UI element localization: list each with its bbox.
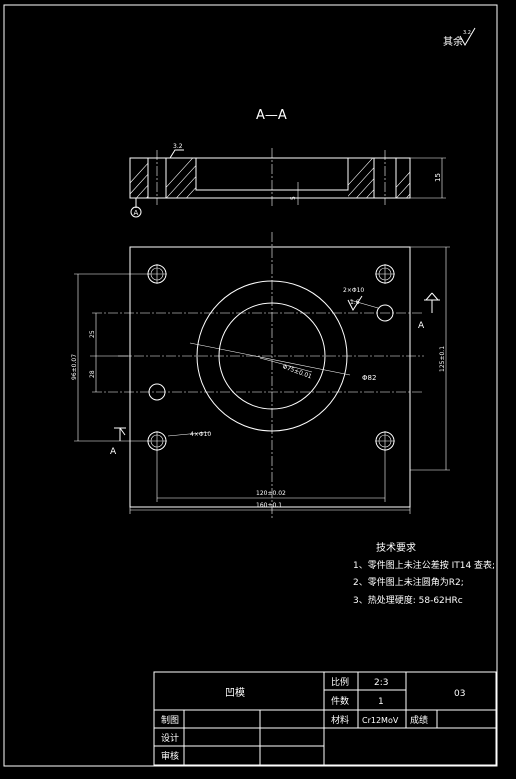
section-mark-right: A [418,321,425,331]
tech-requirements-title: 技术要求 [376,541,416,554]
inner-width-dim: 120±0.02 [256,490,286,497]
tech-requirement-3: 3、热处理硬度: 58-62HRc [353,594,463,606]
review-label: 审核 [161,750,179,762]
section-view-label: A—A [256,108,287,123]
plate-outline [129,246,411,508]
tech-requirements: 技术要求 1、零件图上未注公差按 IT14 查表; 2、零件图上未注圆角为R2;… [353,541,495,606]
drawn-label: 制图 [161,714,179,726]
outer-circle [196,280,348,432]
corner-roughness-value: 3.2 [463,30,471,36]
pin-hole-left [148,383,166,401]
section-roughness-icon [169,149,184,159]
tech-requirement-1: 1、零件图上未注公差按 IT14 查表; [353,559,495,571]
tech-requirement-2: 2、零件图上未注圆角为R2; [353,576,464,588]
overall-width-dim: 160±0.1 [256,502,282,509]
scale-label: 比例 [331,676,349,688]
corner-roughness-label: 其余 [443,35,463,48]
material-value: Cr12MoV [362,716,399,725]
section-view: A—A [129,108,446,218]
small-hole-dim: 4×Φ10 [190,431,211,438]
title-block: 凹模 比例 2:3 件数 1 03 材料 Cr12MoV 成绩 制图 设计 审核 [153,671,497,766]
hole-offset-bottom-dim: 28 [89,370,96,378]
pin-hole-right [376,304,394,322]
overall-height-dim: 96±0.07 [71,354,78,380]
drawing-number: 03 [454,689,465,699]
drawing-border [3,4,498,767]
hole-offset-top-dim: 25 [89,330,96,338]
center-bore [218,302,326,410]
center-bore-dim: Φ75±0.01 [281,363,312,380]
plan-view: Φ75±0.01 Φ82 4×Φ10 2×Φ10 1.6 A A 96±0.07… [71,232,450,520]
section-roughness-value: 3.2 [173,143,183,150]
pin-roughness-value: 1.6 [350,299,360,306]
design-label: 设计 [161,732,179,744]
material-label: 材料 [331,714,349,726]
qty-label: 件数 [331,695,349,707]
roughness-symbol-icon [459,27,476,47]
qty-value: 1 [378,697,384,707]
datum-circle-icon [130,206,142,218]
section-step-dim: 5 [290,196,297,200]
pin-roughness-icon [347,295,363,312]
section-hatching [130,158,410,198]
right-height-dim: 125±0.1 [439,346,446,372]
part-name: 凹模 [225,687,245,699]
section-height-dim: 15 [434,173,442,182]
outer-circle-dim: Φ82 [362,374,376,382]
section-mark-left: A [110,447,117,457]
corner-roughness-note: 其余 3.2 [443,27,476,48]
datum-label: A [134,209,139,217]
scale-value: 2:3 [374,678,388,688]
grade-label: 成绩 [410,714,428,726]
pin-hole-dim: 2×Φ10 [343,287,364,294]
